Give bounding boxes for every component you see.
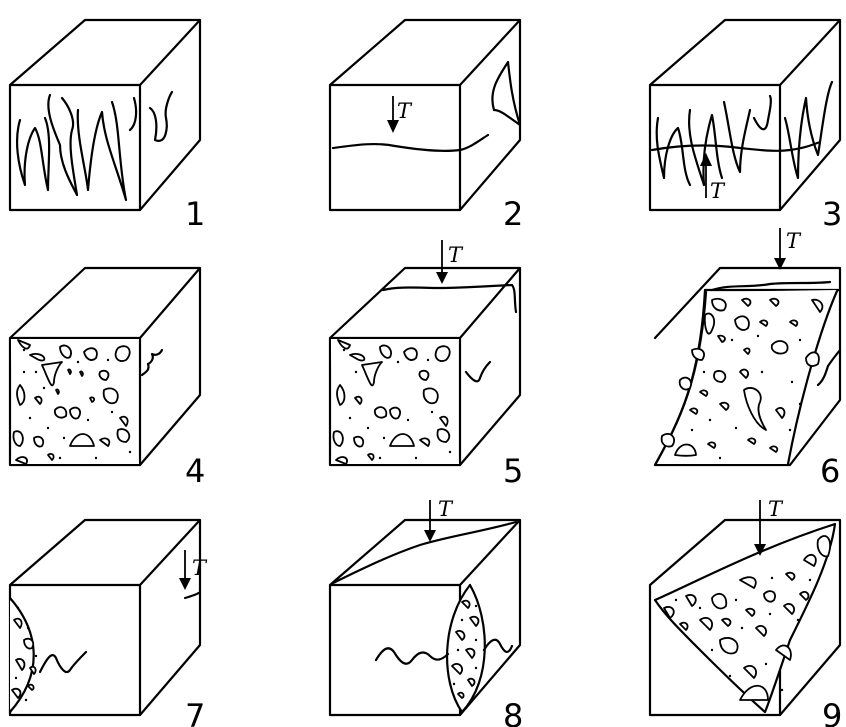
vertical-cracks: [17, 92, 172, 200]
cube-outline: [650, 20, 840, 210]
load-arrow: [179, 550, 191, 590]
load-label: T: [448, 243, 464, 267]
load-label: T: [768, 497, 784, 521]
load-label: T: [786, 229, 802, 253]
panel-number: 6: [820, 452, 840, 490]
horizontal-crack: [333, 135, 488, 151]
face-crack: [40, 652, 86, 672]
cube-outline: [10, 20, 200, 210]
top-crack: [712, 282, 830, 290]
load-arrow: [754, 500, 766, 556]
panel-6: T 6: [655, 228, 840, 490]
side-crack: [466, 362, 490, 381]
panel-4: 4: [10, 268, 205, 490]
vertical-cracks: [657, 82, 832, 185]
face-crack: [376, 648, 448, 663]
load-label: T: [397, 99, 413, 123]
side-crack: [185, 592, 200, 598]
load-arrow: [436, 240, 448, 284]
panel-number: 2: [503, 195, 523, 233]
panel-number: 3: [822, 195, 842, 233]
side-crack: [484, 640, 512, 652]
horizontal-crack: [652, 142, 820, 151]
cube-outline: [330, 520, 520, 715]
load-label: T: [438, 497, 454, 521]
cube-outline: [10, 520, 200, 715]
panel-number: 1: [185, 195, 205, 233]
side-crack: [492, 62, 520, 125]
panel-8: T 8: [330, 497, 523, 727]
panel-3: T 3: [650, 20, 842, 233]
top-crack: [383, 285, 516, 312]
cube-outline: [330, 20, 520, 210]
panel-5: T 5: [330, 240, 523, 490]
panel-number: 4: [185, 452, 205, 490]
load-arrow: [774, 228, 786, 270]
panel-number: 7: [185, 697, 205, 727]
side-crack: [142, 350, 162, 375]
panel-9: T 9: [650, 497, 842, 727]
panel-1: 1: [10, 20, 205, 233]
panel-number: 9: [822, 697, 842, 727]
panel-number: 8: [503, 697, 523, 727]
panel-2: T 2: [330, 20, 523, 233]
panel-7: T 7: [10, 520, 208, 727]
load-label: T: [710, 179, 726, 203]
panel-number: 5: [503, 452, 523, 490]
load-label: T: [192, 556, 208, 580]
side-crack: [818, 350, 840, 385]
